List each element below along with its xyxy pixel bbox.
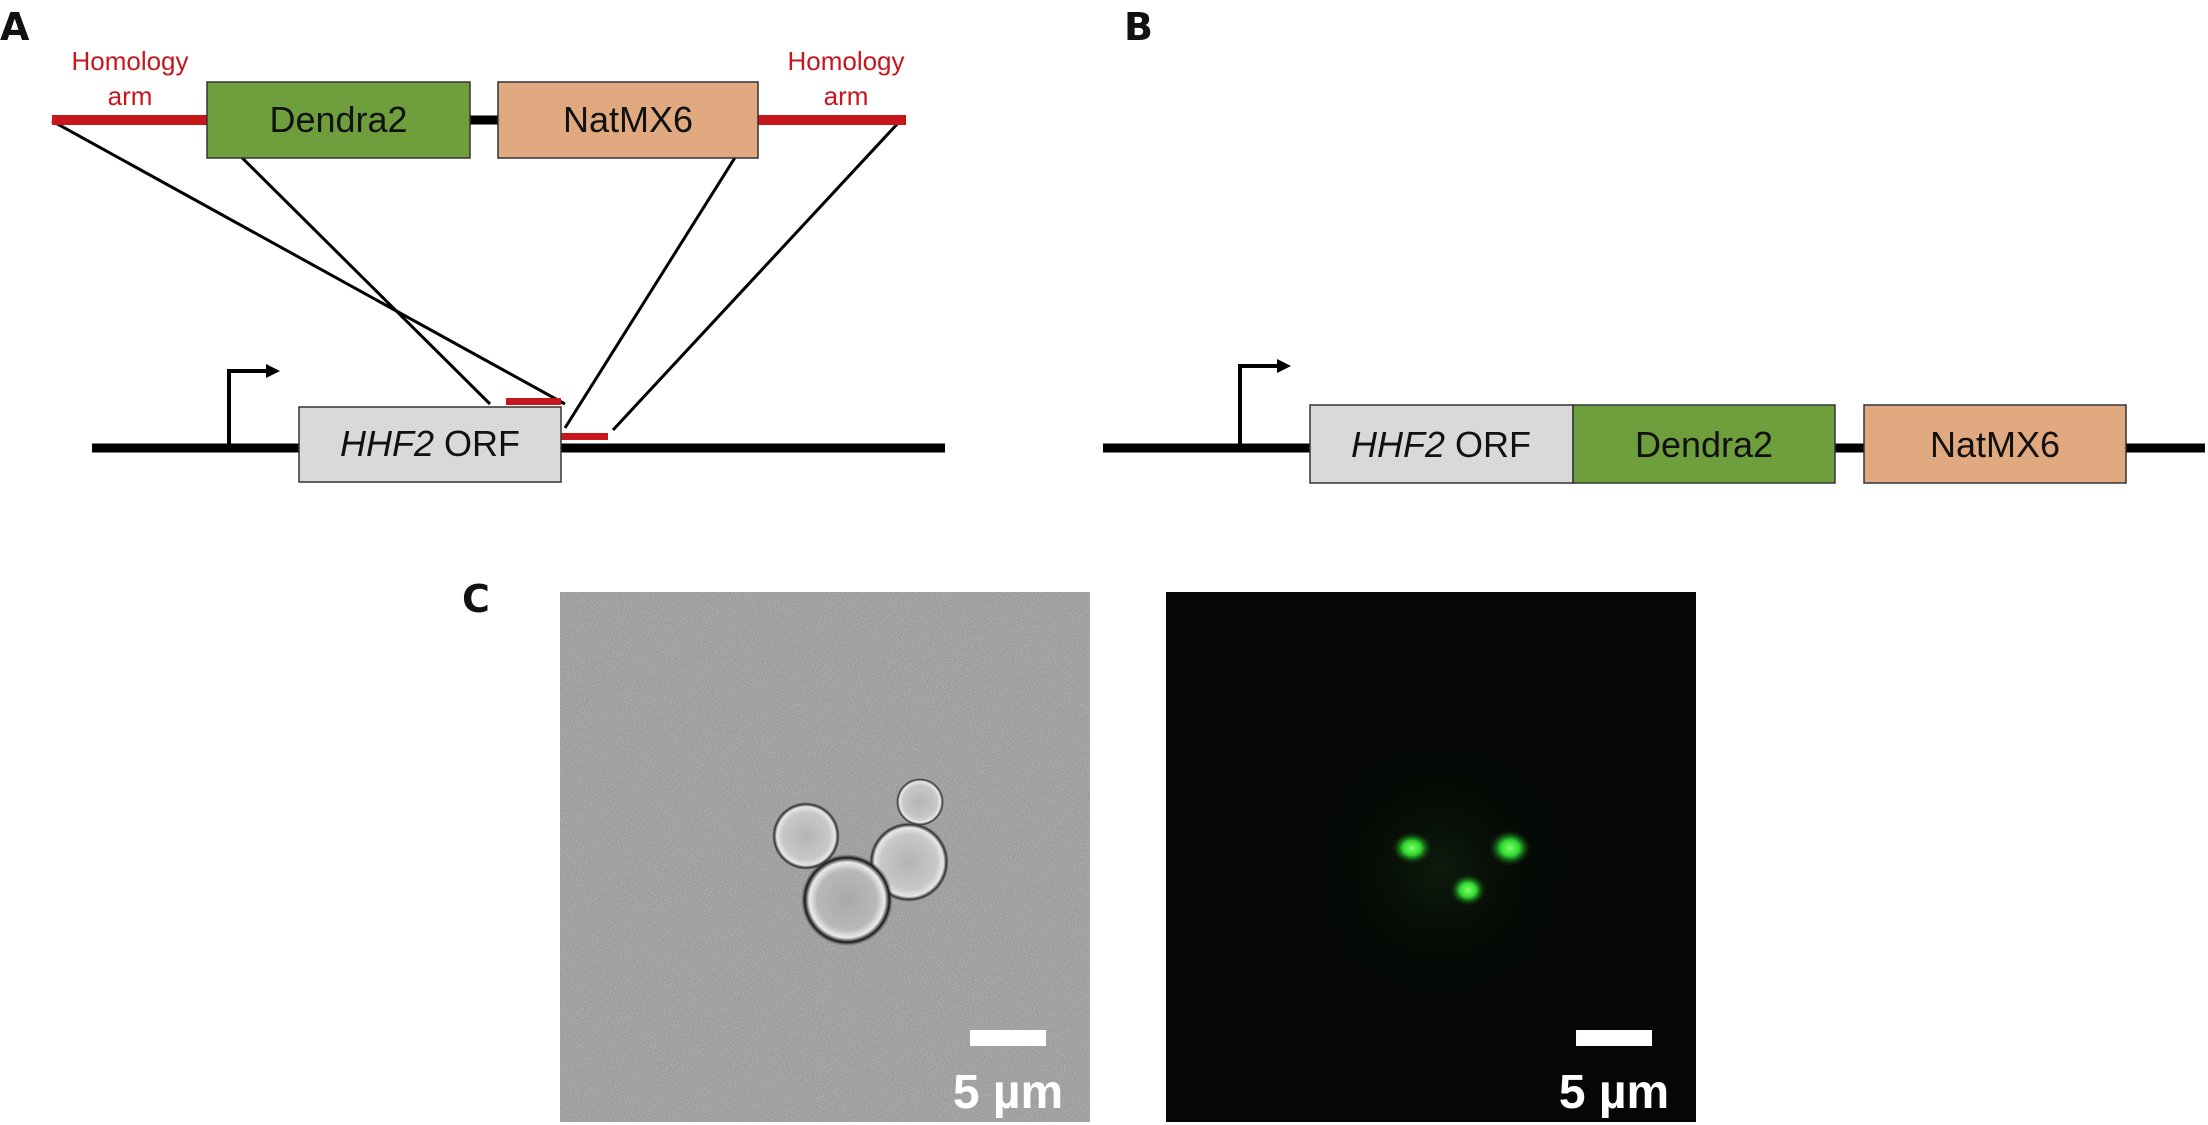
dendra2-box: [206, 81, 471, 159]
hhf2-orf-box: [298, 406, 562, 483]
homology-arm-right-label-line2: arm: [824, 81, 869, 111]
scale-bar: [1576, 1030, 1652, 1046]
brightfield-micrograph: 5 µm: [560, 592, 1090, 1122]
natmx6-label: NatMX6: [1930, 424, 2060, 465]
hhf2-gene-name: HHF2: [340, 423, 434, 464]
yeast-cells: [772, 778, 949, 946]
dendra2-label: Dendra2: [269, 99, 407, 140]
fluorescence-micrograph: 5 µm: [1166, 592, 1696, 1122]
panel-c-letter: C: [462, 577, 490, 621]
hhf2-gene-name: HHF2: [1351, 424, 1445, 465]
orf-suffix: ORF: [434, 423, 520, 464]
hhf2-orf-label: HHF2 ORF: [1351, 424, 1531, 465]
natmx6-label: NatMX6: [563, 99, 693, 140]
scale-bar: [970, 1030, 1046, 1046]
promoter-arrow-icon: [227, 364, 280, 448]
natmx6-box: [1863, 404, 2127, 484]
homology-arm-left-label-line2: arm: [108, 81, 153, 111]
panel-c: C 5 µm 5 µm: [462, 577, 1696, 1122]
natmx6-box: [497, 81, 759, 159]
homology-arm-left-label-line1: Homology: [71, 46, 188, 76]
homology-target-lower: [561, 433, 608, 440]
homology-target-upper: [506, 398, 561, 405]
brightfield-scalebar-label: 5 µm: [953, 1066, 1063, 1119]
panel-b: B HHF2 ORF Dendra2 NatMX6: [1103, 5, 2205, 484]
orf-suffix: ORF: [1445, 424, 1531, 465]
recombination-lines: [51, 119, 902, 432]
dendra2-label: Dendra2: [1635, 424, 1773, 465]
panel-a-letter: A: [0, 5, 30, 49]
homology-arm-right-label-line1: Homology: [787, 46, 904, 76]
panel-b-letter: B: [1124, 5, 1153, 49]
dendra2-box: [1572, 404, 1836, 484]
fluorescence-scalebar-label: 5 µm: [1559, 1066, 1669, 1119]
promoter-arrow-icon: [1238, 359, 1291, 448]
panel-a: A Homology arm Homology arm Dendra2 NatM…: [0, 5, 945, 483]
hhf2-orf-box: [1309, 404, 1574, 484]
hhf2-orf-label: HHF2 ORF: [340, 423, 520, 464]
fluorescent-nuclei: [1392, 830, 1531, 906]
